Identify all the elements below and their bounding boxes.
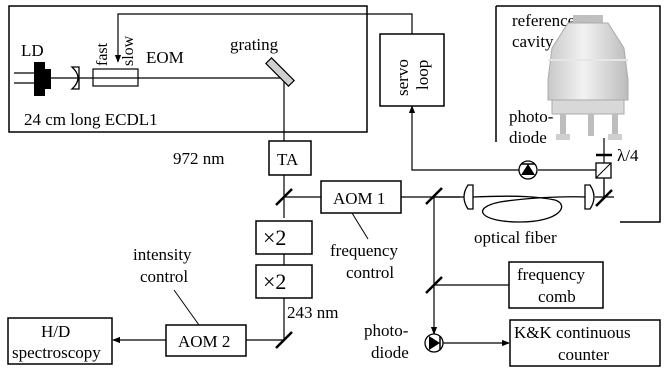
- servo-label-1: servo: [393, 59, 412, 96]
- freq-control-leader: [351, 212, 369, 240]
- beam-combiner-icon: [425, 276, 443, 294]
- eom-label: EOM: [146, 48, 184, 67]
- doubler-1-label: ×2: [263, 225, 286, 250]
- reference-cavity-icon: [547, 15, 629, 140]
- intensity-leader: [173, 289, 200, 326]
- grating-icon: [265, 57, 295, 87]
- hd-label-1: H/D: [41, 322, 70, 341]
- optical-fiber-icon: [472, 195, 589, 223]
- servo-to-eom-line: [114, 13, 413, 63]
- servo-label-2: loop: [413, 60, 432, 90]
- polarizing-beam-splitter-icon: [595, 162, 612, 179]
- intensity-label-1: intensity: [133, 245, 192, 264]
- photodiode-bot-label-1: photo-: [364, 321, 409, 340]
- kk-label-2: counter: [558, 345, 609, 364]
- freq-comb-label-2: comb: [538, 287, 576, 306]
- fiber-lens-right-icon: [584, 184, 595, 210]
- ecdl-label: 24 cm long ECDL1: [24, 110, 158, 129]
- reference-label-2: cavity: [512, 32, 554, 51]
- freq-comb-label-1: frequency: [517, 265, 585, 284]
- spectroscopy-box: [7, 317, 113, 365]
- optical-fiber-label: optical fiber: [474, 228, 557, 247]
- photodiode-to-servo-line: [408, 105, 519, 171]
- photodiode-bot-label-2: diode: [371, 343, 409, 362]
- ld-label: LD: [21, 41, 44, 60]
- wavelength-972-label: 972 nm: [173, 149, 224, 168]
- hd-label-2: spectroscopy: [12, 343, 101, 362]
- servo-loop-box: [379, 33, 445, 107]
- photodiode-bottom-icon: [424, 333, 444, 353]
- kk-label-1: K&K continuous: [514, 323, 631, 342]
- doubler-2-box: [255, 264, 313, 299]
- photodiode-top-icon: [518, 160, 538, 180]
- intensity-label-2: control: [140, 267, 188, 286]
- freq-control-label-1: frequency: [330, 241, 398, 260]
- doubler-2-label: ×2: [263, 269, 286, 294]
- collimating-lens-icon: [70, 66, 80, 90]
- reference-cavity-box: [496, 5, 661, 223]
- fast-label: fast: [94, 42, 111, 66]
- aom2-label: AOM 2: [178, 332, 230, 351]
- reference-label-1: reference: [512, 11, 575, 30]
- freq-control-label-2: control: [346, 263, 394, 282]
- aom1-label: AOM 1: [333, 189, 385, 208]
- frequency-comb-box: [508, 261, 604, 309]
- beam-splitter-2-icon: [425, 187, 443, 205]
- mirror-cavity-bottom-icon: [595, 189, 613, 207]
- aom2-box: [165, 324, 247, 357]
- wavelength-243-label: 243 nm: [287, 303, 338, 322]
- counter-box: [509, 319, 661, 367]
- photodiode-top-label-2: diode: [509, 128, 547, 147]
- slow-label: slow: [120, 35, 137, 66]
- ta-label: TA: [277, 150, 299, 169]
- ecdl-box: [8, 5, 368, 133]
- photodiode-top-label-1: photo-: [509, 107, 554, 126]
- grating-label: grating: [230, 35, 279, 54]
- fiber-lens-left-icon: [463, 184, 474, 210]
- ta-box: [268, 140, 312, 176]
- lambda4-label: λ/4: [617, 146, 639, 165]
- laser-diode-icon: [14, 62, 51, 96]
